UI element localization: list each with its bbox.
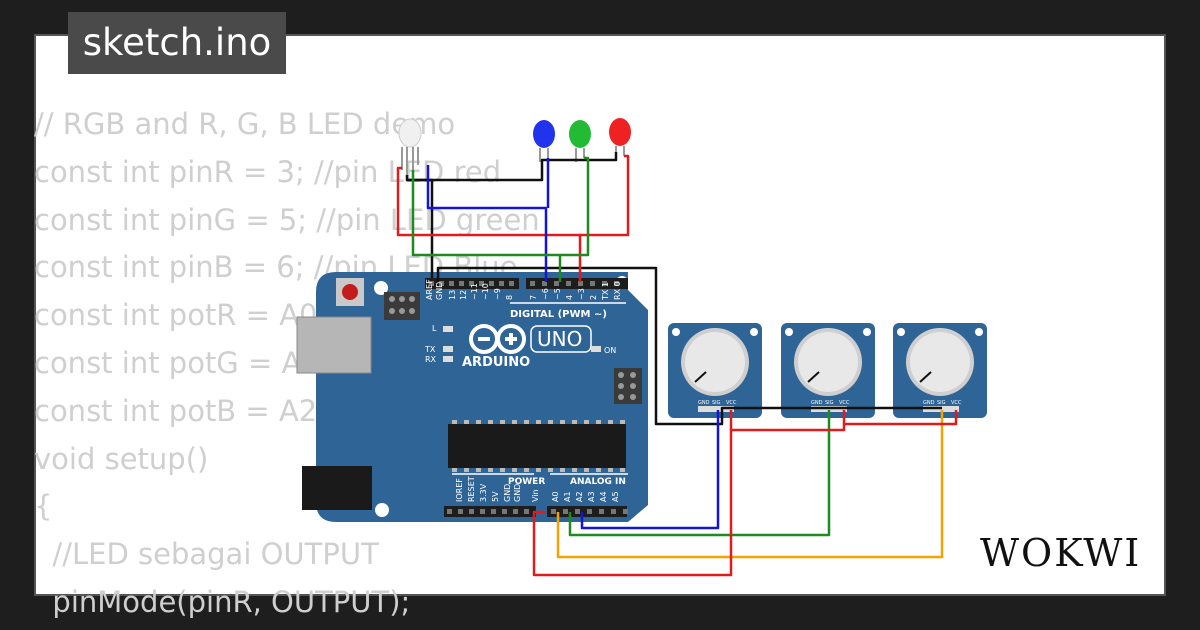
pot-pin-label: SIG [937, 400, 946, 406]
wire-red-led [580, 154, 630, 237]
power-pin-label: Vin [531, 489, 540, 502]
wire-green-pot-g [568, 410, 831, 537]
pot-pin-label: VCC [726, 400, 737, 406]
wire-black-led-common [407, 152, 618, 182]
analog-pin-label: A1 [563, 491, 572, 502]
power-pin-label: GND [503, 484, 512, 502]
power-pin-label: 3.3V [479, 483, 488, 502]
usb-port [296, 316, 372, 374]
reset-button-icon[interactable] [336, 278, 364, 306]
power-label: POWER [508, 477, 545, 487]
digital-pin-label: ~11 [470, 283, 479, 300]
led-red[interactable] [609, 118, 631, 160]
analog-pin-label: A0 [551, 491, 560, 502]
wire-red-rgb [396, 166, 582, 282]
code-line: const int pinG = 5; //pin LED green [34, 202, 540, 237]
arduino-logo-icon [469, 324, 526, 354]
wire-green-rgb [411, 170, 562, 282]
wire-blue-rgb [426, 165, 548, 282]
power-pin-label: 5V [491, 491, 500, 502]
code-line: pinMode(pinR, OUTPUT); [34, 584, 411, 619]
tx-label: TX [424, 345, 436, 354]
wire-blue-pot-b [580, 410, 720, 530]
pot-pin-label: VCC [951, 400, 962, 406]
digital-pin-label: ~9 [493, 288, 502, 300]
led-green[interactable] [569, 120, 591, 162]
power-pin-label: RESET [467, 476, 476, 502]
power-jack [302, 466, 372, 510]
analog-pin-label: A2 [575, 491, 584, 502]
power-pin-label: GND [513, 484, 522, 502]
digital-pin-label: 13 [448, 290, 457, 300]
digital-header-2 [526, 278, 628, 289]
brand-label: ARDUINO [462, 355, 530, 370]
microcontroller-chip [448, 424, 626, 468]
wire-orange-pot [556, 410, 944, 559]
code-line: { [34, 489, 53, 524]
digital-pin-label: ~6 [541, 288, 550, 300]
on-label: ON [604, 346, 616, 355]
pot-pin-label: GND [811, 400, 823, 406]
digital-pin-label: TX 1 [601, 282, 610, 301]
digital-pin-label: 4 [565, 295, 574, 300]
model-label: UNO [537, 327, 582, 351]
digital-pin-label: GND [435, 282, 444, 300]
wokwi-logo: WOKWI [980, 531, 1141, 575]
analog-pin-label: A5 [611, 491, 620, 502]
digital-pin-label: RX 0 [613, 281, 622, 300]
digital-pin-label: ~10 [481, 283, 490, 300]
led-l-label: L [432, 324, 437, 333]
code-line: const int pinR = 3; //pin LED red [34, 154, 502, 189]
analog-pin-label: A3 [587, 491, 596, 502]
rgb-led[interactable] [398, 118, 422, 175]
digital-pin-label: ~5 [553, 288, 562, 300]
digital-label: DIGITAL (PWM ~) [510, 309, 607, 320]
analog-label: ANALOG IN [570, 477, 626, 487]
code-line: void setup() [34, 441, 209, 476]
pot-pin-label: GND [923, 400, 935, 406]
digital-pin-label: AREF [425, 279, 434, 300]
pot-pin-label: GND [698, 400, 710, 406]
digital-pin-label: 8 [505, 295, 514, 300]
file-tab[interactable]: sketch.ino [68, 12, 286, 74]
code-line: //LED sebagai OUTPUT [34, 537, 379, 572]
wire-black-gnd-pots [436, 266, 942, 426]
digital-pin-label: 12 [459, 290, 468, 300]
pot-pin-label: SIG [712, 400, 721, 406]
digital-pin-label: ~3 [577, 288, 586, 300]
wokwi-logo-text: WOKWI [980, 531, 1141, 575]
pot-pin-label: SIG [825, 400, 834, 406]
pot-pin-label: VCC [839, 400, 850, 406]
wire-green-led [560, 156, 590, 257]
led-blue[interactable] [533, 120, 555, 162]
rx-label: RX [425, 355, 437, 364]
power-header [444, 506, 536, 517]
analog-pin-label: A4 [599, 491, 608, 502]
digital-pin-label: 2 [589, 295, 598, 300]
power-pin-label: IOREF [455, 478, 464, 502]
digital-pin-label: 7 [529, 295, 538, 300]
